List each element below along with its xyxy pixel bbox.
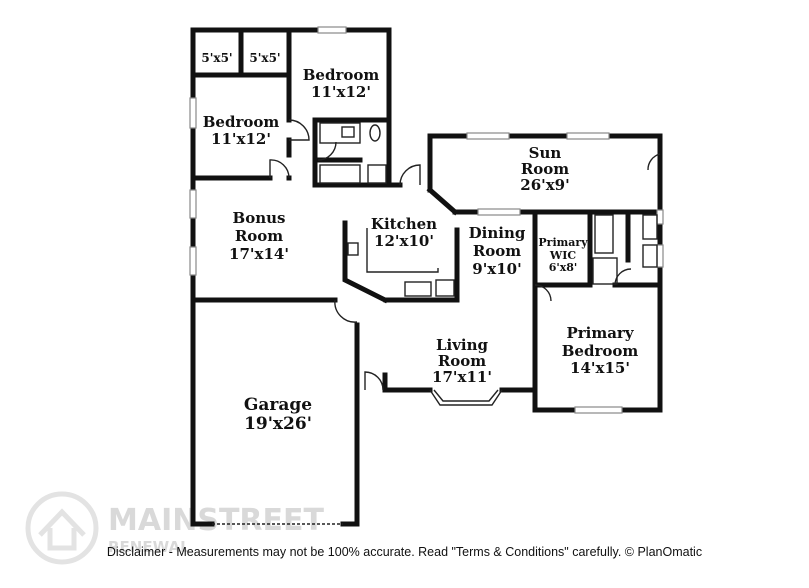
bonus-room-label: Bonus [233, 209, 286, 227]
bay-window [429, 389, 503, 406]
kitchen-label: Kitchen [371, 215, 437, 233]
primary-bedroom-size: 14'x15' [570, 359, 630, 377]
wic-size: 6'x8' [549, 261, 578, 274]
dining-room-label-2: Room [473, 242, 521, 260]
wic-label-2: WIC [549, 249, 576, 262]
garage-label: Garage [244, 395, 312, 415]
closet-left-label: 5'x5' [201, 51, 232, 65]
bedroom-2-label: Bedroom [303, 66, 380, 84]
watermark-line1: MAINSTREET [108, 503, 324, 538]
watermark-line2: RENEWAL [108, 538, 190, 556]
sun-room-label: Sun [529, 144, 562, 162]
fixtures [319, 122, 658, 297]
garage-size: 19'x26' [244, 414, 312, 434]
bonus-room-label-2: Room [235, 227, 283, 245]
living-room-size: 17'x11' [432, 368, 492, 386]
kitchen-size: 12'x10' [374, 232, 434, 250]
walls [190, 27, 663, 527]
disclaimer-text: Disclaimer - Measurements may not be 100… [106, 545, 703, 559]
bedroom-1-label: Bedroom [203, 113, 280, 131]
living-room-label: Living [436, 336, 489, 354]
sun-room-label-2: Room [521, 160, 569, 178]
bedroom-2-size: 11'x12' [311, 83, 371, 101]
windows [189, 26, 664, 414]
sun-room-size: 26'x9' [520, 176, 569, 194]
doors [212, 119, 661, 525]
primary-bedroom-label-2: Bedroom [562, 342, 639, 360]
bedroom-1-size: 11'x12' [211, 130, 271, 148]
room-labels: 5'x5' 5'x5' Bedroom 11'x12' Bedroom 11'x… [201, 51, 638, 434]
dining-room-label: Dining [469, 224, 526, 242]
watermark-logo: MAINSTREET RENEWAL [25, 491, 324, 565]
primary-bedroom-label: Primary [566, 324, 634, 342]
closet-right-label: 5'x5' [249, 51, 280, 65]
wic-label: Primary [538, 236, 588, 249]
living-room-label-2: Room [438, 352, 486, 370]
bonus-room-size: 17'x14' [229, 245, 289, 263]
dining-room-size: 9'x10' [472, 260, 521, 278]
